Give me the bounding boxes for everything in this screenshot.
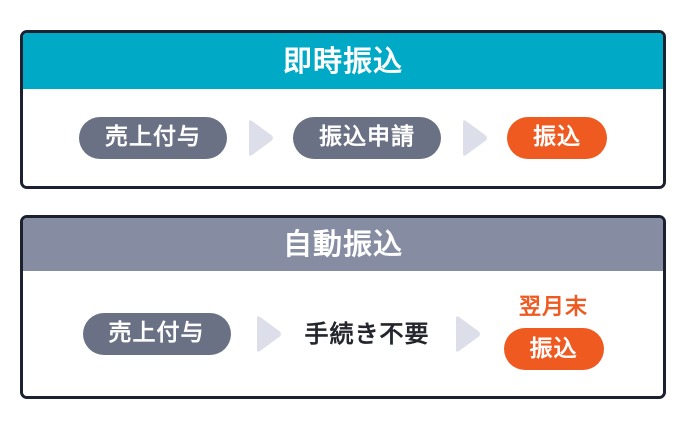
card-instant-header: 即時振込	[23, 33, 663, 89]
step-pill-sales-credit[interactable]: 売上付与	[79, 116, 227, 159]
card-instant-transfer: 即時振込 売上付与 振込申請	[20, 30, 666, 189]
card-auto-body: 売上付与 手続き不要 翌月末	[23, 271, 663, 396]
step-caption-next-month-end: 翌月末	[518, 295, 588, 320]
step-pill-transfer[interactable]: 振込	[507, 116, 607, 159]
card-instant-title: 即時振込	[282, 43, 403, 78]
arrow-right-icon	[452, 314, 482, 354]
step-text-no-procedure: 手続き不要	[304, 319, 430, 348]
card-auto-transfer: 自動振込 売上付与 手続き不要	[20, 215, 666, 399]
step-pill-sales-credit[interactable]: 売上付与	[82, 312, 231, 355]
step-transfer-next-month-end: 翌月末 振込	[503, 295, 604, 370]
step-pill-transfer-request[interactable]: 振込申請	[293, 116, 441, 159]
card-auto-title: 自動振込	[282, 227, 403, 261]
arrow-right-icon	[459, 118, 489, 158]
step-pill-transfer[interactable]: 振込	[503, 328, 604, 370]
flow-auto: 売上付与 手続き不要 翌月末	[23, 297, 663, 370]
flow-instant: 売上付与 振込申請 振込	[23, 116, 663, 159]
arrow-right-icon	[245, 118, 275, 158]
card-auto-header: 自動振込	[23, 218, 663, 271]
card-instant-body: 売上付与 振込申請 振込	[23, 89, 663, 186]
arrow-right-icon	[253, 314, 283, 354]
